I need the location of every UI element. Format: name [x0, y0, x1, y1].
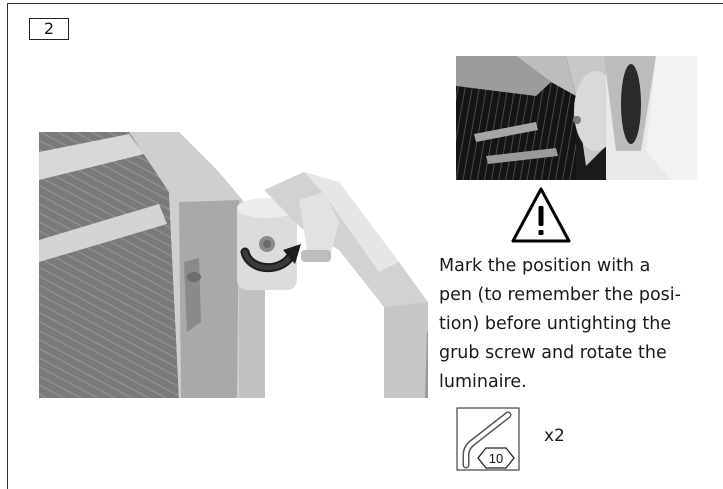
instruction-line: tion) before untighting the: [439, 314, 672, 334]
rotate-arrow-icon: [240, 244, 301, 273]
warning-triangle-icon: [511, 187, 571, 243]
instruction-line: luminaire.: [439, 372, 527, 392]
detail-photo: [456, 56, 697, 180]
instruction-text: Mark the position with a pen (to remembe…: [439, 252, 709, 397]
hex-key-icon: 10: [456, 407, 520, 471]
luminaire-illustration: [39, 132, 428, 398]
frame-left-border: [7, 3, 8, 489]
instruction-line: Mark the position with a: [439, 256, 651, 276]
tool-quantity: x2: [544, 426, 565, 446]
instruction-line: grub screw and rotate the: [439, 343, 667, 363]
tool-size-label: 10: [489, 451, 503, 466]
instruction-line: pen (to remember the posi-: [439, 285, 681, 305]
step-number: 2: [29, 18, 69, 40]
frame-top-border: [7, 3, 723, 4]
